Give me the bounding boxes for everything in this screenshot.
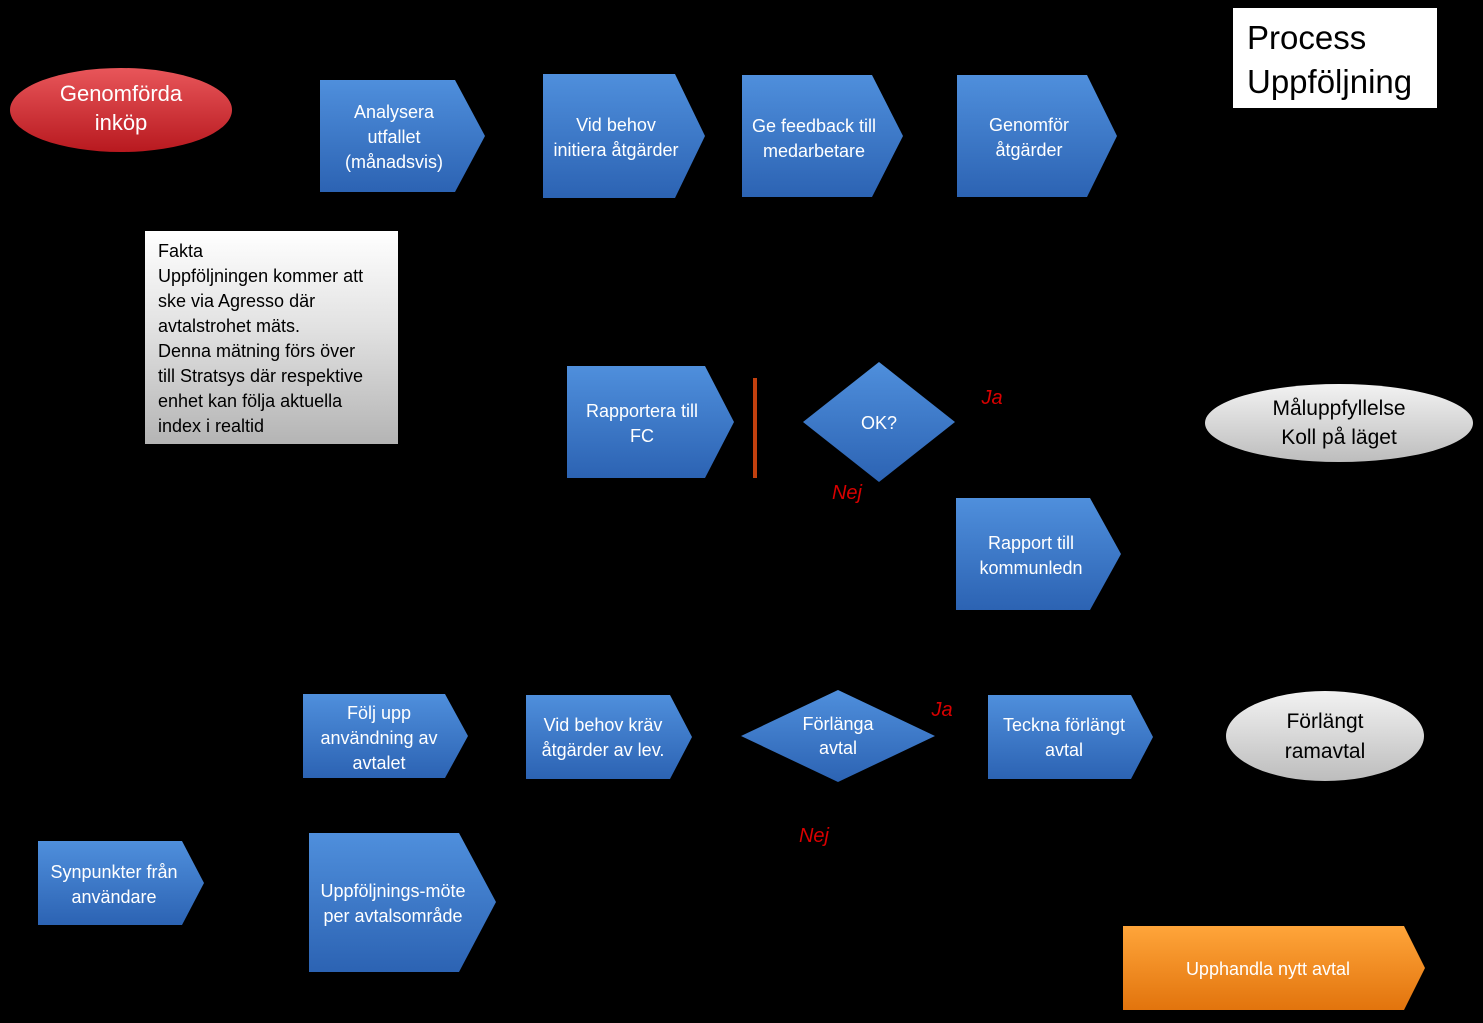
step-kommun-line-1: Rapport till: [988, 533, 1074, 553]
decision-forlanga-avtal: Förlänga avtal: [741, 690, 935, 782]
fakta-box: Fakta Uppföljningen kommer att ske via A…: [145, 231, 398, 444]
step-analysera-line-1: Analysera: [354, 102, 435, 122]
step-krav-line-1: Vid behov kräv: [544, 715, 663, 735]
label-nej-middle: Nej: [832, 482, 863, 504]
step-mote-line-1: Uppföljnings-möte: [320, 881, 465, 901]
step-initiera-line-1: Vid behov: [576, 115, 656, 135]
step-teckna-line-2: avtal: [1045, 740, 1083, 760]
step-mote-line-2: per avtalsområde: [323, 906, 462, 926]
step-synpunkter-line-2: användare: [71, 887, 156, 907]
extended-line-1: Förlängt: [1286, 710, 1363, 733]
step-rapport-kommunledn: Rapport till kommunledn: [956, 498, 1121, 610]
decision-ok: OK?: [803, 362, 955, 482]
label-ja-middle: Ja: [980, 387, 1002, 409]
step-teckna-forlangt: Teckna förlängt avtal: [988, 695, 1153, 779]
title-box: Process Uppföljning: [1233, 8, 1437, 108]
step-feedback-line-2: medarbetare: [763, 141, 865, 161]
step-kommun-line-2: kommunledn: [979, 558, 1082, 578]
end-node-maluppfyllelse: Måluppfyllelse Koll på läget: [1205, 384, 1473, 462]
step-upphandla-label: Upphandla nytt avtal: [1186, 959, 1350, 979]
step-analysera-utfallet: Analysera utfallet (månadsvis): [320, 80, 485, 192]
step-rapportera-line-1: Rapportera till: [586, 401, 698, 421]
label-nej-bottom: Nej: [799, 825, 830, 847]
step-folj-upp: Följ upp användning av avtalet: [303, 694, 468, 778]
step-rapportera-fc: Rapportera till FC: [567, 366, 734, 478]
step-ge-feedback: Ge feedback till medarbetare: [742, 75, 903, 197]
step-folj-line-2: användning av: [320, 728, 437, 748]
decision-forlanga-line-1: Förlänga: [802, 714, 874, 734]
step-genomfor-atgarder: Genomför åtgärder: [957, 75, 1117, 197]
step-initiera-line-2: initiera åtgärder: [553, 140, 678, 160]
start-label-line-1: Genomförda: [60, 81, 183, 106]
decision-forlanga-line-2: avtal: [819, 738, 857, 758]
step-rapportera-line-2: FC: [630, 426, 654, 446]
step-synpunkter: Synpunkter från användare: [38, 841, 204, 925]
fakta-body: Uppföljningen kommer att ske via Agresso…: [158, 266, 364, 436]
step-analysera-line-3: (månadsvis): [345, 152, 443, 172]
step-genomfor-line-2: åtgärder: [995, 140, 1062, 160]
step-genomfor-line-1: Genomför: [989, 115, 1069, 135]
label-ja-bottom: Ja: [930, 699, 952, 721]
goal-line-1: Måluppfyllelse: [1272, 397, 1405, 420]
title-line-2: Uppföljning: [1247, 63, 1413, 100]
end-node-forlangt-ramavtal: Förlängt ramavtal: [1226, 691, 1424, 781]
extended-line-2: ramavtal: [1285, 740, 1366, 763]
step-folj-line-3: avtalet: [352, 753, 405, 773]
step-teckna-line-1: Teckna förlängt: [1003, 715, 1125, 735]
step-feedback-line-1: Ge feedback till: [752, 116, 876, 136]
start-node-genomforda-inkop: Genomförda inköp: [10, 68, 232, 152]
fakta-heading: Fakta: [158, 241, 204, 261]
goal-line-2: Koll på läget: [1281, 426, 1397, 449]
step-folj-line-1: Följ upp: [347, 703, 411, 723]
step-synpunkter-line-1: Synpunkter från: [50, 862, 177, 882]
start-label-line-2: inköp: [95, 110, 148, 135]
step-krav-line-2: åtgärder av lev.: [542, 740, 665, 760]
title-line-1: Process: [1247, 19, 1367, 56]
step-krav-atgarder: Vid behov kräv åtgärder av lev.: [526, 695, 692, 779]
decision-ok-label: OK?: [861, 413, 897, 433]
step-analysera-line-2: utfallet: [367, 127, 420, 147]
step-uppfoljningsmote: Uppföljnings-möte per avtalsområde: [309, 833, 496, 972]
step-upphandla-nytt-avtal: Upphandla nytt avtal: [1123, 926, 1425, 1010]
step-initiera-atgarder: Vid behov initiera åtgärder: [543, 74, 705, 198]
